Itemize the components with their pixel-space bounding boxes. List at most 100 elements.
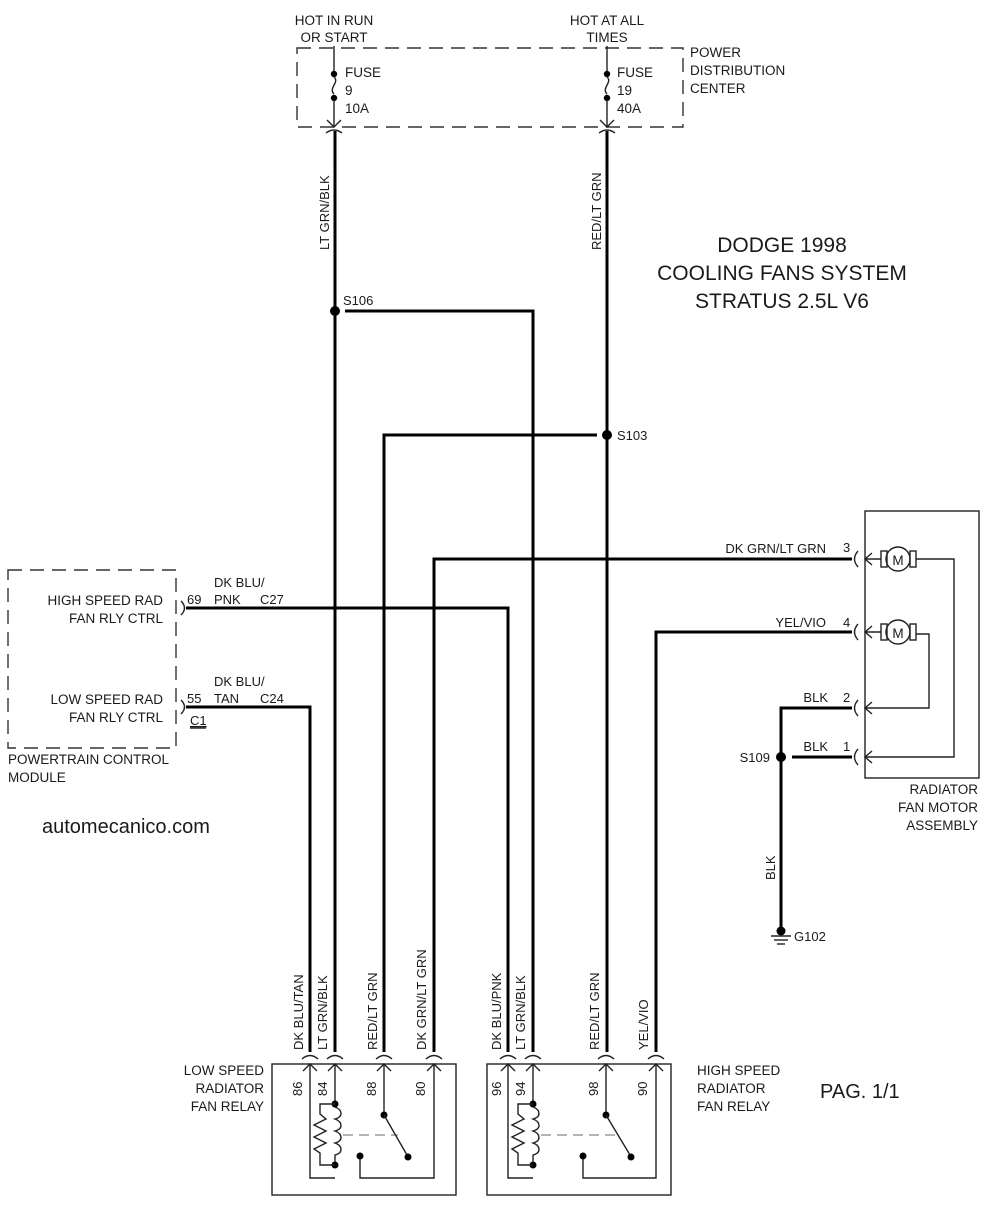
wire-label-dk-grn-lt-grn: DK GRN/LT GRN [725, 541, 826, 556]
pdc-label-3: CENTER [690, 81, 746, 96]
connector-cup [325, 129, 343, 134]
connector-arrow [524, 1054, 542, 1103]
pcm-pin55-name-1: LOW SPEED RAD [50, 692, 163, 707]
fuse-terminal [603, 94, 611, 102]
ground-label: G102 [794, 929, 826, 944]
wire-label-lt-grn-blk: LT GRN/BLK [317, 175, 332, 250]
fan-motor-label-1: RADIATOR [909, 782, 978, 797]
splice-s109 [776, 752, 786, 762]
wire-dk-blu-pnk [186, 606, 510, 1052]
low-relay-pin-84: 84 [315, 1082, 330, 1096]
connector-arrow [599, 119, 615, 128]
low-relay-label-3: FAN RELAY [191, 1099, 264, 1114]
fuse-9-header-1: HOT IN RUN [295, 13, 374, 28]
fuse-9-header-2: OR START [300, 30, 367, 45]
high-relay-pin-94: 94 [513, 1082, 528, 1096]
pcm-connector-c1: C1 [190, 713, 207, 728]
connector-cup [853, 623, 859, 641]
connector-cup [853, 699, 859, 717]
splice-s109-label: S109 [740, 750, 770, 765]
low-relay-pin-80: 80 [413, 1082, 428, 1096]
high-relay-wire-98: RED/LT GRN [587, 972, 602, 1050]
high-relay-box [486, 1063, 672, 1196]
switch-terminal [579, 1152, 587, 1160]
low-relay-label-1: LOW SPEED [184, 1063, 265, 1078]
powertrain-control-module: HIGH SPEED RAD FAN RLY CTRL LOW SPEED RA… [7, 569, 284, 785]
low-relay-box [271, 1063, 457, 1196]
high-relay-pin-98: 98 [586, 1082, 601, 1096]
high-relay-wire-90: YEL/VIO [636, 999, 651, 1050]
motor-pin-3: 3 [843, 540, 850, 555]
motor-1-symbol: M [892, 553, 903, 568]
high-relay-wire-96: DK BLU/PNK [489, 972, 504, 1050]
fuse-19-header-2: TIMES [586, 30, 627, 45]
low-relay-wire-80: DK GRN/LT GRN [414, 949, 429, 1050]
fuse-19-label: FUSE [617, 65, 653, 80]
wire-dk-blu-tan [186, 705, 312, 1052]
pcm-circuit-c24: C24 [260, 691, 284, 706]
switch-terminal [356, 1152, 364, 1160]
wire-label-blk-pin2: BLK [803, 690, 828, 705]
resistor-icon [510, 1103, 533, 1166]
resistor-icon [312, 1103, 335, 1166]
wire-dk-grn-lt-grn [432, 557, 852, 1052]
low-relay-label-2: RADIATOR [195, 1081, 264, 1096]
high-relay-wire-94: LT GRN/BLK [513, 975, 528, 1050]
pcm-pin-55: 55 [187, 691, 201, 706]
pcm-pin69-name-2: FAN RLY CTRL [69, 611, 164, 626]
switch-terminal [627, 1153, 635, 1161]
splice-s106-label: S106 [343, 293, 373, 308]
switch-terminal [404, 1153, 412, 1161]
title-line-1: DODGE 1998 [717, 234, 847, 257]
fuse-9-label: FUSE [345, 65, 381, 80]
motor-2-symbol: M [892, 626, 903, 641]
relay-coil-icon [530, 1106, 540, 1162]
pcm-wire-55-line1: DK BLU/ [214, 674, 265, 689]
high-speed-fan-relay: HIGH SPEED RADIATOR FAN RELAY DK BLU/PNK… [486, 972, 781, 1196]
high-relay-label-3: FAN RELAY [697, 1099, 770, 1114]
connector-arrow [375, 1054, 393, 1114]
wire-label-yel-vio: YEL/VIO [775, 615, 826, 630]
connector-arrow [359, 1054, 443, 1179]
connector-cup [853, 550, 859, 568]
pcm-label-2: MODULE [8, 770, 66, 785]
high-relay-pin-96: 96 [489, 1082, 504, 1096]
low-relay-wire-88: RED/LT GRN [365, 972, 380, 1050]
motor-pin-2: 2 [843, 690, 850, 705]
pcm-pin69-name-1: HIGH SPEED RAD [47, 593, 163, 608]
fuse-9-symbol [331, 76, 337, 95]
connector-cup [180, 600, 186, 616]
diagram-title: DODGE 1998 COOLING FANS SYSTEM STRATUS 2… [657, 234, 907, 313]
pdc-boundary [296, 47, 684, 128]
pdc-label-1: POWER [690, 45, 741, 60]
pdc-label-2: DISTRIBUTION [690, 63, 785, 78]
connector-arrow [326, 1054, 344, 1103]
ground-g102: G102 [771, 926, 826, 945]
splice-s103 [602, 430, 612, 440]
fuse-terminal [330, 94, 338, 102]
fuse-terminal [330, 70, 338, 78]
pcm-wire-69-line2: PNK [214, 592, 241, 607]
pcm-pin-69: 69 [187, 592, 201, 607]
high-relay-label-1: HIGH SPEED [697, 1063, 781, 1078]
splice-s103-label: S103 [617, 428, 647, 443]
wire-s106-to-pin94 [345, 309, 535, 1052]
wire-s103-to-pin88 [382, 433, 597, 1052]
fuse-9-rating: 10A [345, 101, 369, 116]
fuse-9: HOT IN RUN OR START FUSE 9 10A [295, 13, 381, 134]
wire-yel-vio [654, 630, 852, 1052]
low-relay-wire-84: LT GRN/BLK [315, 975, 330, 1050]
ground-icon [776, 926, 786, 936]
connector-cup [180, 699, 186, 715]
fuse-9-number: 9 [345, 83, 353, 98]
fuse-19: HOT AT ALL TIMES FUSE 19 40A [570, 13, 653, 134]
high-relay-label-2: RADIATOR [697, 1081, 766, 1096]
connector-arrow [863, 750, 873, 764]
fan-motor-assembly: M M RADIATOR FAN MOTOR ASSEMBLY [863, 510, 980, 833]
fuse-19-header-1: HOT AT ALL [570, 13, 645, 28]
connector-cup [853, 748, 859, 766]
connector-arrow [499, 1054, 533, 1179]
wire-label-red-lt-grn: RED/LT GRN [589, 172, 604, 250]
connector-arrow [863, 701, 873, 715]
